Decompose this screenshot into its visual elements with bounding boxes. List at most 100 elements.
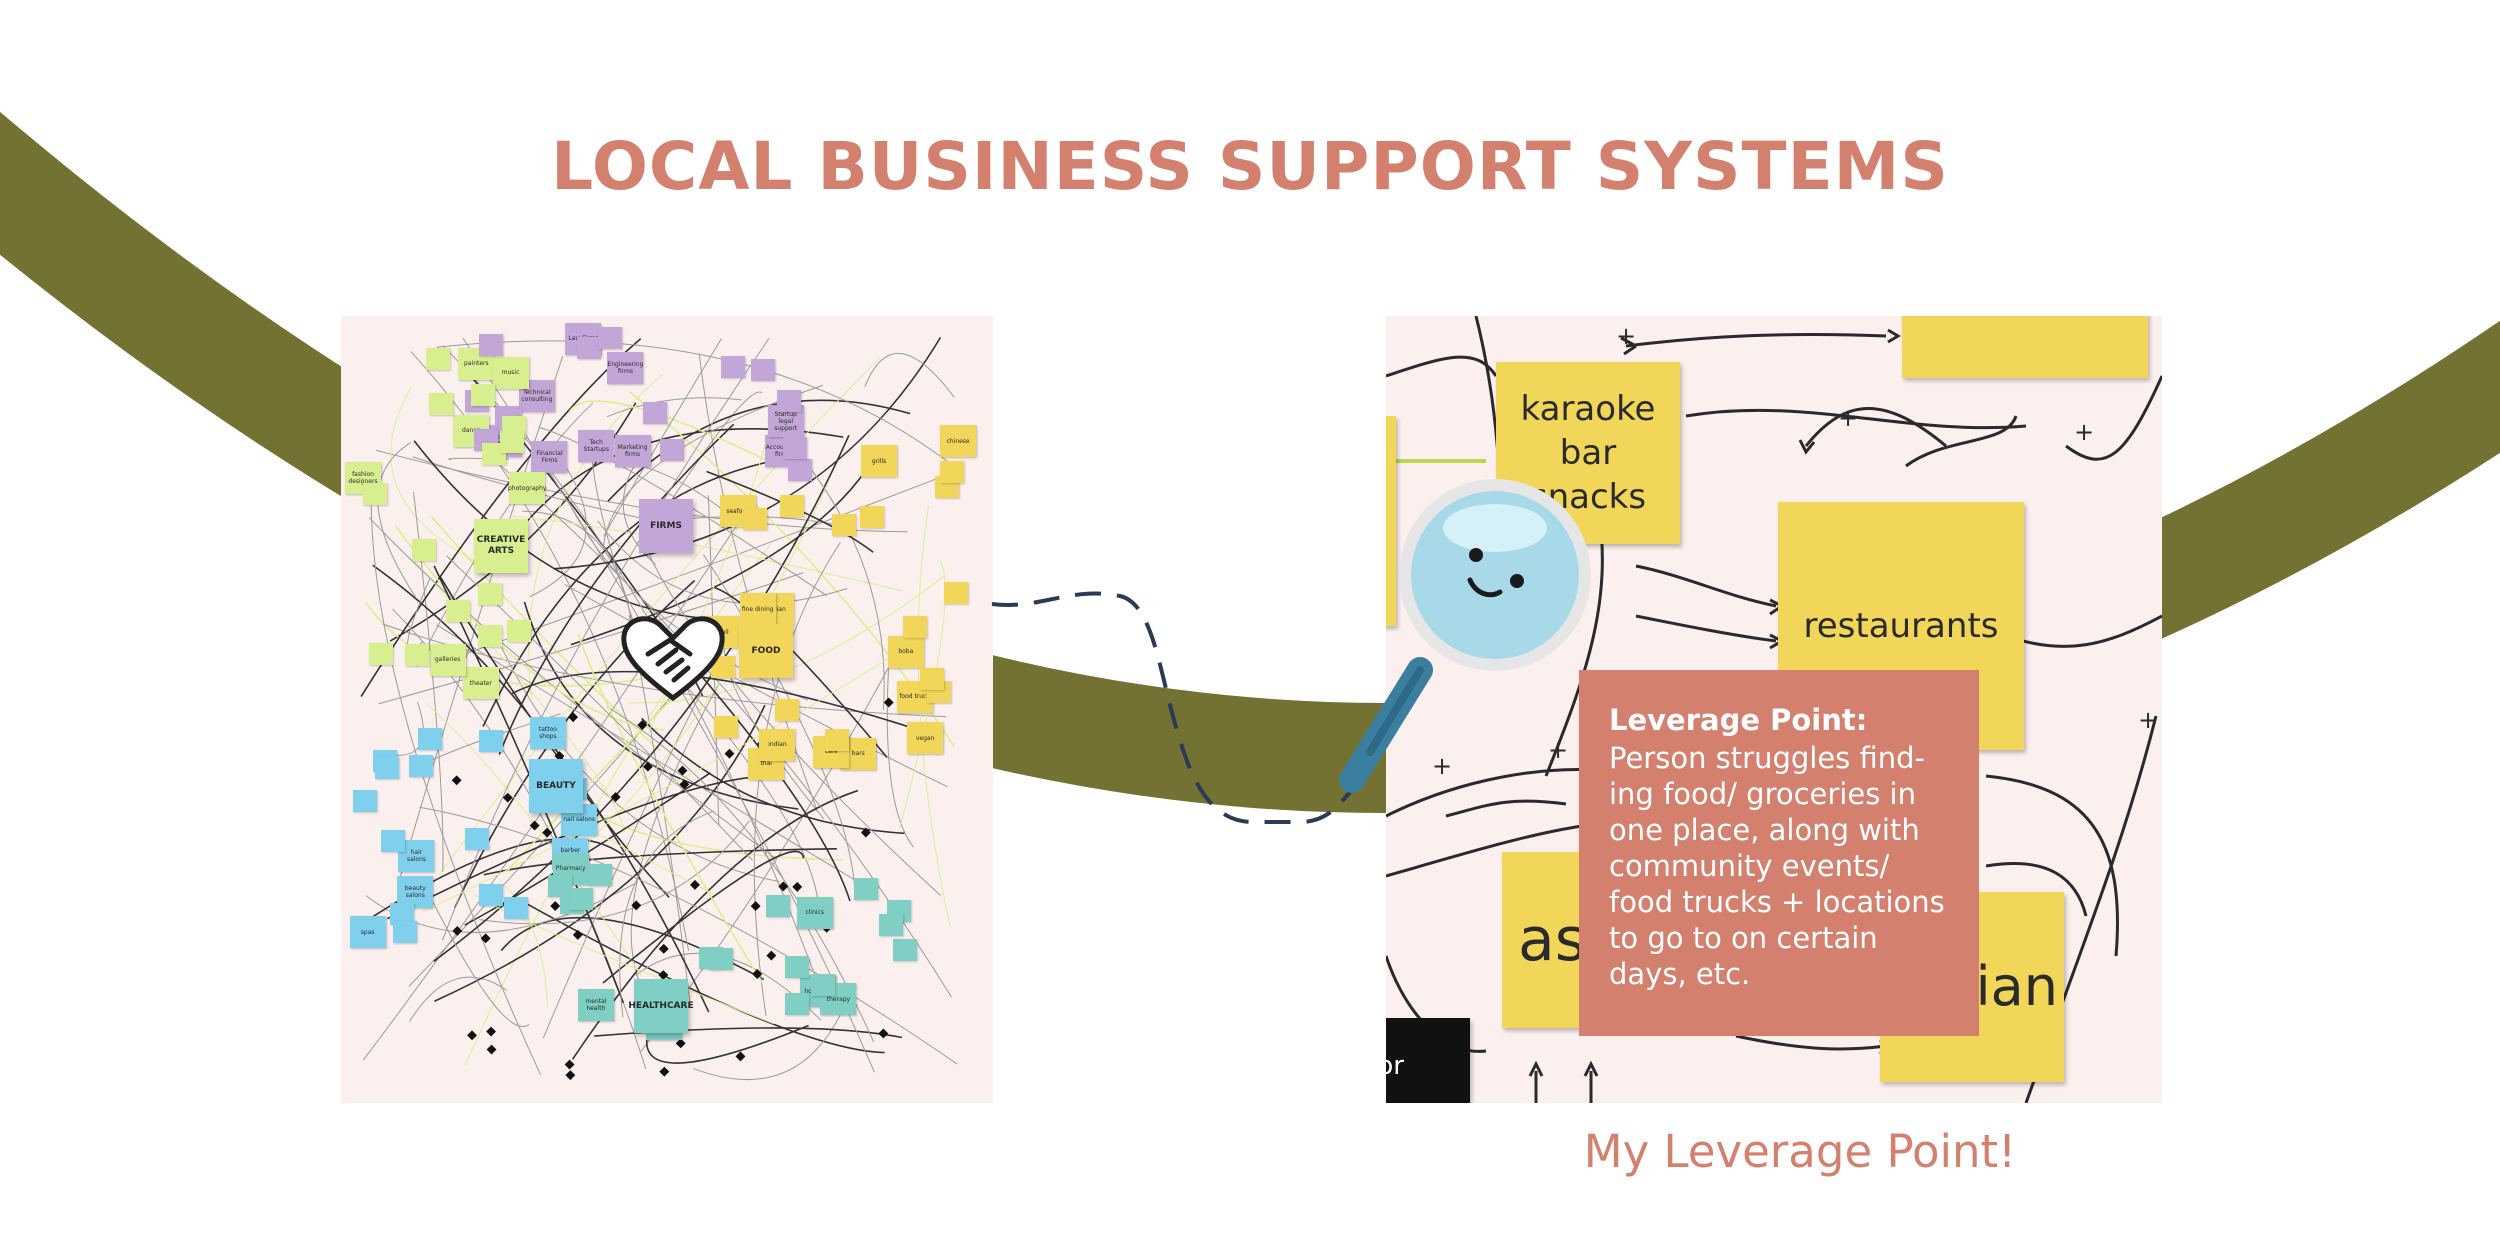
map-note-small: [713, 715, 738, 738]
map-note: grills: [861, 445, 898, 478]
map-note-small: [408, 754, 433, 777]
map-junction: [878, 1028, 889, 1039]
map-note-small: [353, 789, 378, 812]
map-junction: [860, 827, 871, 838]
map-link: [409, 976, 507, 1022]
map-link: [378, 572, 804, 705]
map-link: [529, 453, 587, 598]
dashed-connector: [991, 591, 1354, 824]
magnifier-icon: [1339, 479, 1591, 793]
map-note-small: [831, 514, 856, 537]
map-note-small: [411, 538, 436, 561]
map-junction: [750, 901, 761, 912]
map-note-small: [939, 460, 964, 483]
map-junction: [554, 751, 565, 762]
map-link: [420, 877, 530, 1027]
map-junction: [883, 697, 894, 708]
map-note: Financial Firms: [531, 440, 568, 473]
map-link: [394, 525, 665, 731]
map-note-small: [598, 326, 623, 349]
map-note-small: [588, 864, 613, 887]
map-junction: [565, 1070, 576, 1081]
map-junction: [659, 1066, 670, 1077]
map-note-small: [708, 947, 733, 970]
map-note-small: [499, 430, 524, 453]
map-link: [390, 386, 475, 562]
map-note-small: [893, 939, 918, 962]
map-junction: [502, 792, 513, 803]
svg-text:+: +: [1838, 404, 1858, 432]
map-link: [421, 634, 926, 913]
map-note-small: [784, 992, 809, 1015]
map-note: Engineering firms: [607, 352, 644, 385]
map-link: [641, 717, 905, 835]
map-link: [370, 471, 542, 1076]
map-note-small: [375, 756, 400, 779]
map-note-small: [470, 384, 495, 407]
map-junction: [766, 950, 777, 961]
map-note-small: [404, 643, 429, 666]
map-junction: [486, 1026, 497, 1037]
map-junction: [642, 761, 653, 772]
map-junction: [679, 779, 690, 790]
map-link: [483, 848, 837, 876]
map-link: [597, 520, 848, 605]
map-junction: [467, 1030, 477, 1041]
map-junction: [542, 827, 553, 838]
map-note-small: [425, 348, 450, 371]
map-link: [502, 883, 548, 1008]
map-link: [706, 470, 874, 553]
svg-text:+: +: [2074, 418, 2094, 446]
map-note-small: [788, 459, 813, 482]
map-note-small: [777, 390, 802, 413]
map-note: chinese: [940, 425, 977, 458]
map-link: [664, 391, 763, 511]
leverage-point-callout: Leverage Point: Person struggles find-in…: [1579, 670, 1979, 1036]
map-junction: [564, 1059, 575, 1070]
map-note-small: [643, 401, 668, 424]
map-link: [607, 399, 911, 502]
callout-title: Leverage Point:: [1609, 703, 1868, 737]
map-note-small: [860, 505, 885, 528]
map-link: [442, 337, 770, 941]
map-link: [464, 543, 772, 1066]
map-note-small: [944, 582, 969, 605]
map-note: Tech Startups: [578, 430, 615, 463]
map-note-small: [660, 438, 685, 461]
hub-creative-arts: CREATIVE ARTS: [474, 519, 528, 573]
map-link: [539, 427, 828, 597]
map-junction: [637, 720, 648, 730]
map-junction: [572, 929, 583, 940]
map-note-small: [429, 393, 454, 416]
map-note: photography: [508, 472, 546, 505]
map-junction: [658, 943, 669, 954]
map-link: [368, 517, 778, 860]
map-note-small: [363, 483, 388, 505]
note-top-right: [1902, 316, 2148, 378]
map-note: spas: [349, 916, 386, 949]
map-link: [564, 583, 948, 788]
map-link: [693, 1012, 842, 1081]
map-junction: [451, 775, 462, 786]
map-link: [630, 682, 720, 982]
map-link: [602, 850, 805, 984]
map-link: [397, 356, 564, 885]
map-note: clinics: [796, 896, 833, 929]
map-note: boba: [887, 635, 924, 668]
map-note-small: [721, 355, 746, 378]
map-link: [567, 400, 781, 468]
map-link: [426, 702, 643, 977]
handshake-heart-icon: [621, 616, 725, 702]
map-link: [434, 704, 766, 1002]
map-note-small: [920, 667, 945, 690]
hub-beauty: BEAUTY: [529, 759, 583, 813]
map-note-small: [478, 883, 503, 906]
svg-text:+: +: [1432, 752, 1452, 780]
map-note: fine dining: [739, 593, 776, 626]
map-junction: [486, 1044, 497, 1055]
map-note: Marketing firms: [614, 434, 651, 467]
map-note-small: [390, 903, 415, 926]
map-note: music: [492, 356, 529, 389]
note-left-edge: [1386, 416, 1396, 626]
